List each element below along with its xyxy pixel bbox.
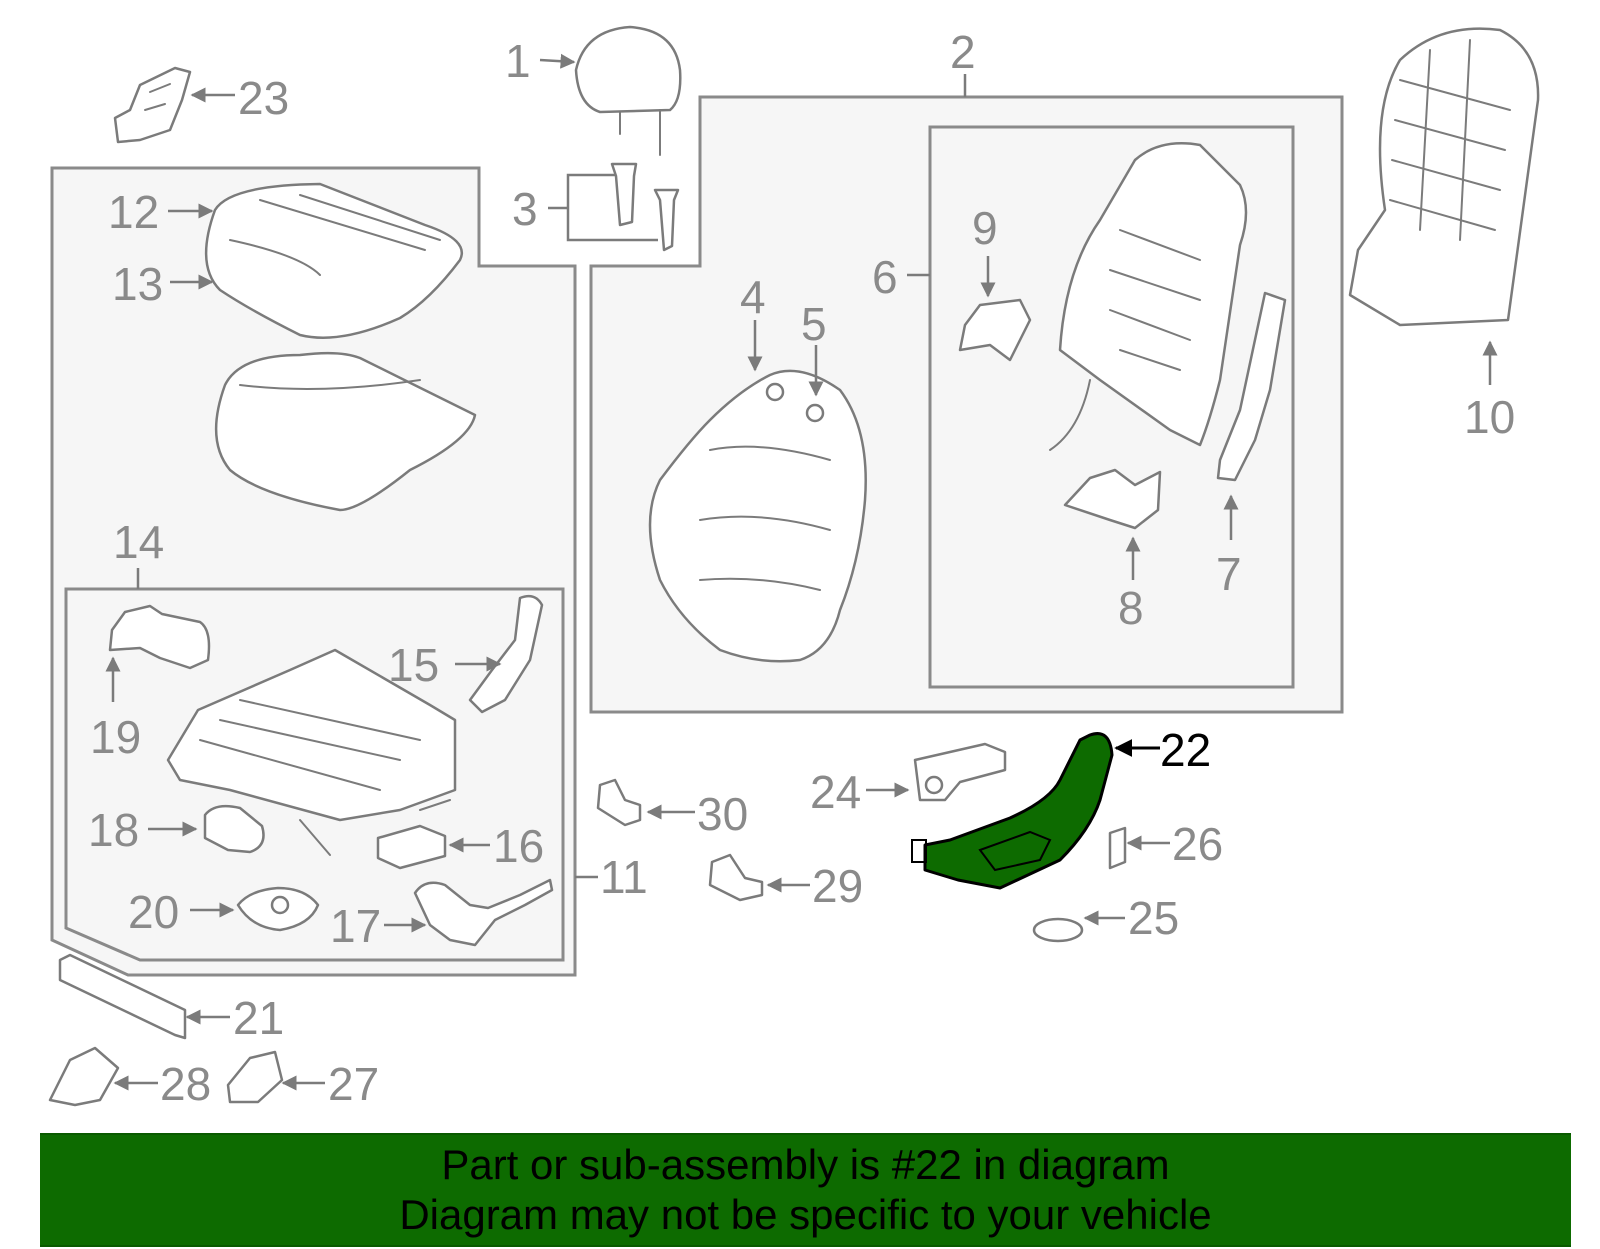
actuator-part-19 <box>108 604 211 670</box>
trim-strip-part-21 <box>58 953 187 1040</box>
motor-part-18 <box>203 804 265 854</box>
cushion-cover-part-12 <box>204 182 463 339</box>
callout-21: 21 <box>233 992 284 1044</box>
callout-12: 12 <box>108 186 159 238</box>
callout-7: 7 <box>1216 548 1242 600</box>
callout-1: 1 <box>505 35 531 87</box>
callout-19: 19 <box>90 711 141 763</box>
callout-14: 14 <box>113 516 164 568</box>
gear-part-20 <box>236 886 320 932</box>
callout-16: 16 <box>493 820 544 872</box>
cushion-pad-part-13 <box>214 351 477 512</box>
clip-part-30 <box>596 778 642 827</box>
callout-28: 28 <box>160 1058 211 1110</box>
callout-10: 10 <box>1464 391 1515 443</box>
cable-part-15 <box>468 594 544 714</box>
leader-1 <box>539 53 576 69</box>
callout-24: 24 <box>810 766 861 818</box>
cap-part-26 <box>1108 826 1127 870</box>
clip-part-29 <box>708 853 764 902</box>
callout-9: 9 <box>972 202 998 254</box>
trim-clip-part-23 <box>113 66 192 144</box>
module-part-16 <box>376 824 447 870</box>
headrest-guides-part-3 <box>610 162 680 252</box>
callout-30: 30 <box>697 788 748 840</box>
back-panel-part-10 <box>1348 27 1540 327</box>
motor-part-17 <box>413 878 554 947</box>
banner-line-part-number: Part or sub-assembly is #22 in diagram <box>441 1141 1170 1188</box>
switch-part-24 <box>913 742 1007 802</box>
callout-8: 8 <box>1118 582 1144 634</box>
callout-27: 27 <box>328 1058 379 1110</box>
callout-3: 3 <box>512 183 538 235</box>
bracket-part-9 <box>958 298 1032 362</box>
bracket-part-8 <box>1063 468 1162 530</box>
callout-26: 26 <box>1172 818 1223 870</box>
clip-part-28 <box>48 1046 120 1107</box>
cushion-frame-assembly <box>166 648 457 856</box>
bracket-line-3 <box>548 173 658 242</box>
info-banner: Part or sub-assembly is #22 in diagram D… <box>40 1133 1571 1247</box>
callout-11: 11 <box>600 851 648 903</box>
callout-6: 6 <box>872 251 898 303</box>
bracket-part-7 <box>1216 291 1287 482</box>
callout-5: 5 <box>801 298 827 350</box>
banner-line-disclaimer: Diagram may not be specific to your vehi… <box>399 1191 1212 1238</box>
callout-13: 13 <box>112 258 163 310</box>
callout-2: 2 <box>950 26 976 78</box>
seatback-cover-part-4-5 <box>648 369 867 663</box>
callout-4: 4 <box>740 271 766 323</box>
seatback-frame-part-6 <box>1049 142 1248 451</box>
parts-diagram: 1 2 3 4 5 6 7 8 9 10 11 12 13 14 15 16 1… <box>48 25 1540 1110</box>
callout-20: 20 <box>128 886 179 938</box>
callout-25: 25 <box>1128 892 1179 944</box>
seat-side-trim-part-22 <box>911 732 1114 890</box>
callout-22: 22 <box>1160 724 1211 776</box>
callout-23: 23 <box>238 72 289 124</box>
headrest-part-1 <box>574 25 682 156</box>
callout-15: 15 <box>388 639 439 691</box>
callout-17: 17 <box>330 900 381 952</box>
ring-part-25 <box>1032 917 1084 943</box>
callout-18: 18 <box>88 804 139 856</box>
callout-29: 29 <box>812 860 863 912</box>
clip-part-27 <box>226 1050 284 1104</box>
